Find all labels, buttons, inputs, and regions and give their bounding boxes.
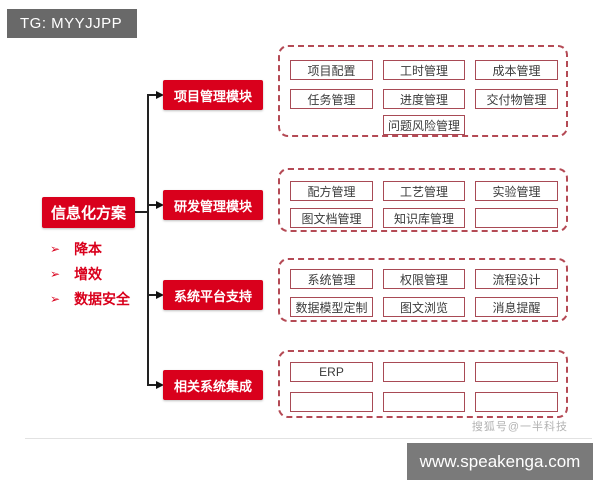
module-cell: 工艺管理 [383,181,465,201]
module-cell-empty [383,392,465,412]
module-cell: 工时管理 [383,60,465,80]
bullet-label: 数据安全 [74,290,131,307]
connector-line [135,211,148,213]
module-cell: 权限管理 [383,269,465,289]
arrowhead-icon [156,91,164,99]
module-cell: 交付物管理 [475,89,558,109]
module-group-rd-management: 配方管理工艺管理实验管理图文档管理知识库管理 [278,168,568,232]
arrowhead-icon [156,381,164,389]
module-cell: 项目配置 [290,60,373,80]
bullet-label: 降本 [74,240,103,257]
module-cell: 问题风险管理 [383,115,465,135]
module-cell: 进度管理 [383,89,465,109]
connector-line [149,94,158,96]
list-item: ➢ 降本 [50,236,170,261]
module-cell: ERP [290,362,373,382]
arrow-bullet-icon: ➢ [50,241,61,256]
branch-node-project-management: 项目管理模块 [163,80,263,110]
module-cell: 知识库管理 [383,208,465,228]
branch-node-system-platform: 系统平台支持 [163,280,263,310]
arrow-bullet-icon: ➢ [50,291,61,306]
root-node: 信息化方案 [42,197,135,228]
module-cell: 数据模型定制 [290,297,373,317]
divider [25,438,592,439]
module-cell: 图文浏览 [383,297,465,317]
module-cell: 系统管理 [290,269,373,289]
connector-line [149,294,158,296]
module-group-system-platform: 系统管理权限管理流程设计数据模型定制图文浏览消息提醒 [278,258,568,322]
module-group-system-integration: ERP [278,350,568,418]
module-cell: 流程设计 [475,269,558,289]
module-cell: 配方管理 [290,181,373,201]
tg-badge: TG: MYYJJPP [7,9,137,38]
module-cell-empty [475,392,558,412]
list-item: ➢ 增效 [50,261,170,286]
site-url-bar: www.speakenga.com [407,443,593,480]
module-cell: 图文档管理 [290,208,373,228]
connector-line [149,204,158,206]
connector-spine [147,94,149,386]
watermark-text: 搜狐号@一半科技 [471,421,568,433]
module-cell-empty [290,392,373,412]
arrowhead-icon [156,201,164,209]
module-group-project-management: 项目配置工时管理成本管理任务管理进度管理交付物管理问题风险管理 [278,45,568,137]
arrowhead-icon [156,291,164,299]
module-cell-empty [475,208,558,228]
module-cell: 实验管理 [475,181,558,201]
branch-node-rd-management: 研发管理模块 [163,190,263,220]
connector-line [149,384,158,386]
module-cell-empty [475,362,558,382]
module-cell: 消息提醒 [475,297,558,317]
module-cell: 任务管理 [290,89,373,109]
branch-node-system-integration: 相关系统集成 [163,370,263,400]
bullet-list: ➢ 降本 ➢ 增效 ➢ 数据安全 [50,236,170,311]
module-cell-empty [383,362,465,382]
list-item: ➢ 数据安全 [50,286,170,311]
bullet-label: 增效 [74,265,103,282]
arrow-bullet-icon: ➢ [50,266,61,281]
module-cell: 成本管理 [475,60,558,80]
